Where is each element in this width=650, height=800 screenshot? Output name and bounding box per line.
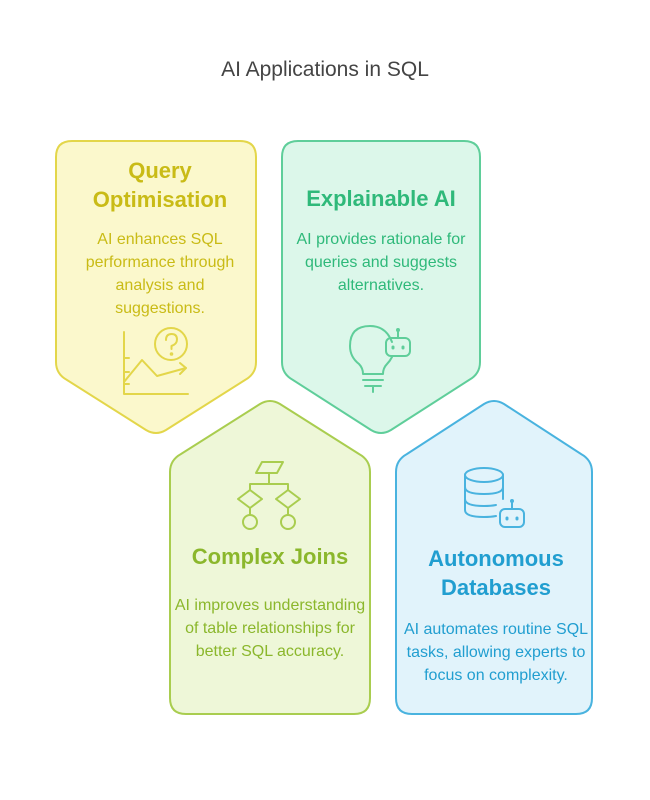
card-title-autonomous-databases: Autonomous Databases [428,546,564,600]
card-description-query-optimisation: AI enhances SQL performance through anal… [85,231,235,317]
card-complex-joins [169,400,371,715]
page-title: AI Applications in SQL [221,58,429,81]
card-title-complex-joins: Complex Joins [191,544,349,569]
card-title-explainable-ai: Explainable AI [306,186,456,211]
card-description-complex-joins: AI improves understanding of table relat… [174,597,366,660]
card-description-autonomous-databases: AI automates routine SQL tasks, allowing… [403,621,589,684]
database-robot-icon [464,467,525,528]
lightbulb-robot-icon [349,325,411,393]
chart-question-icon [123,327,189,395]
flowchart-icon [237,461,301,530]
card-autonomous-databases [395,400,593,715]
card-query-optimisation [55,140,257,434]
card-description-explainable-ai: AI provides rationale for queries and su… [296,231,466,294]
card-explainable-ai [281,140,481,434]
card-title-query-optimisation: Query Optimisation [92,158,228,212]
